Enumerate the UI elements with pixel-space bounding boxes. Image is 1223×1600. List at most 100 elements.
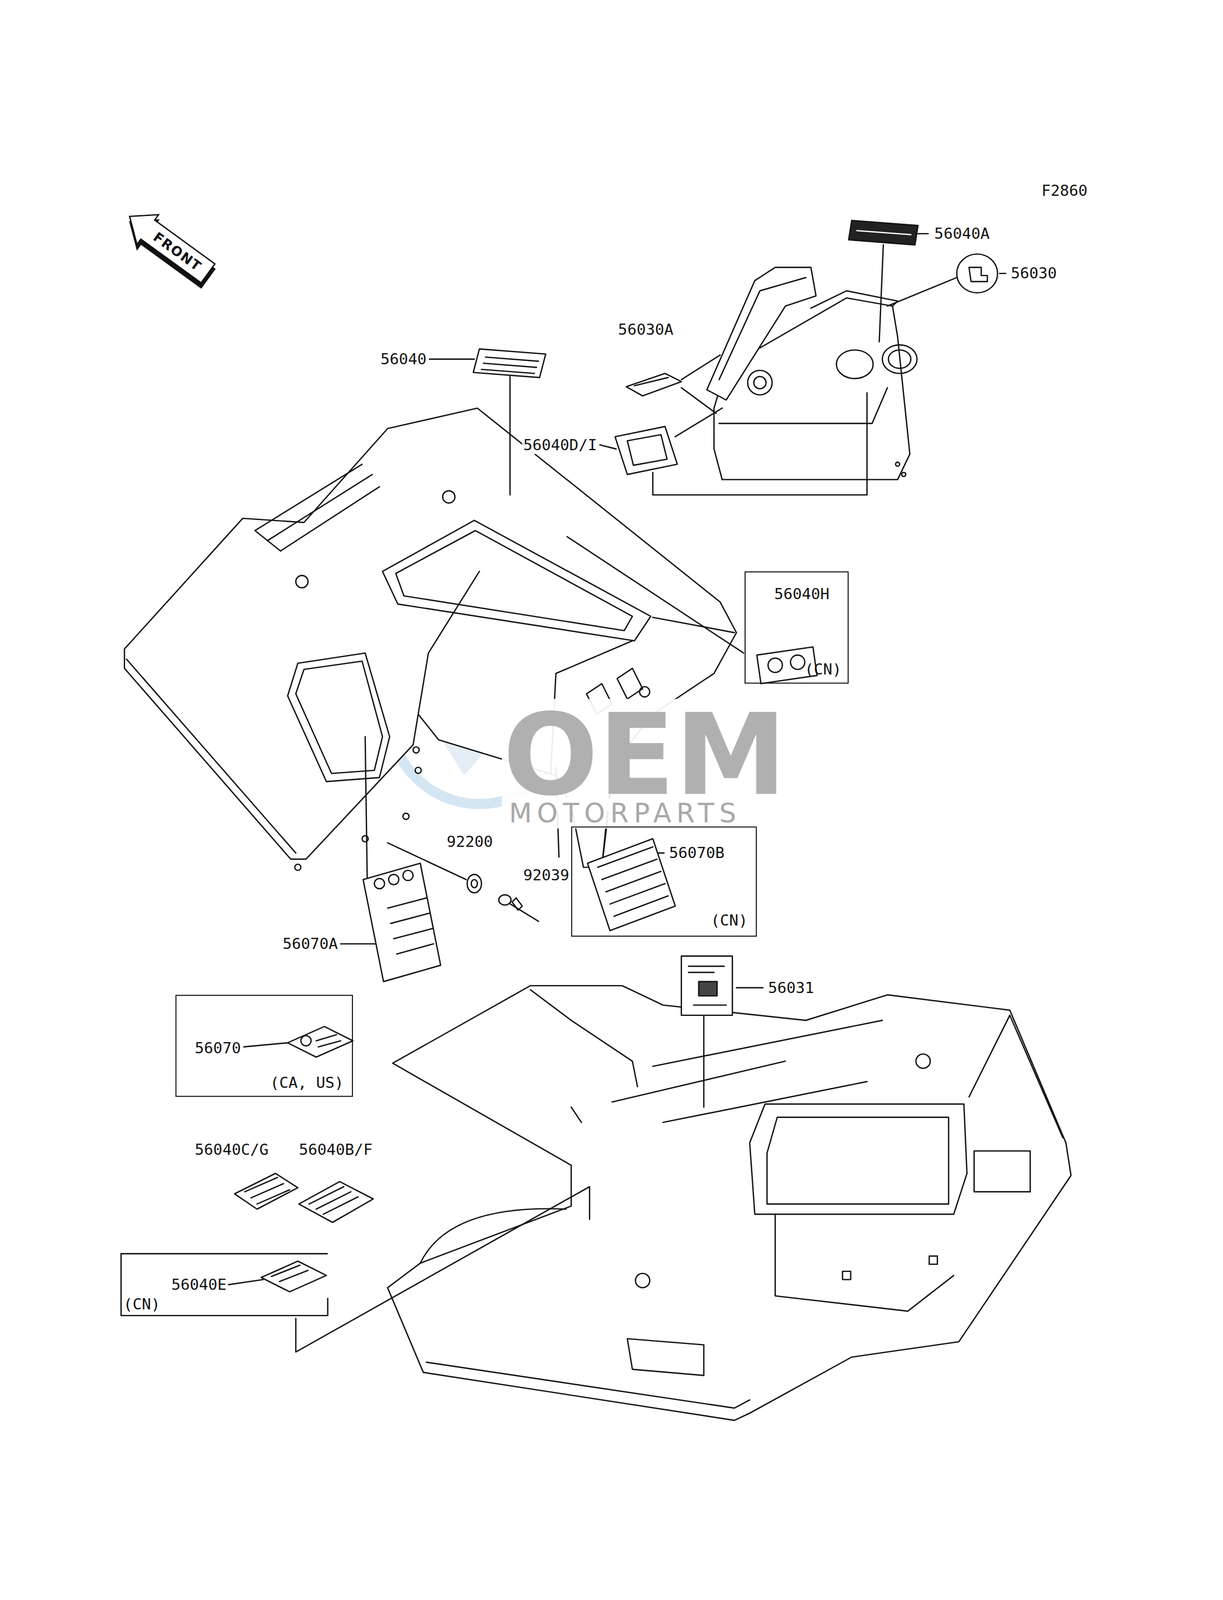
label-sticker: [627, 434, 667, 466]
label-sticker: [848, 220, 918, 245]
callout-number: 56040H: [774, 584, 830, 603]
leader-line: [879, 233, 929, 342]
leader-line: [228, 1279, 264, 1285]
callout-number: 56070A: [281, 934, 340, 953]
front-fender: [749, 1103, 968, 1215]
label-sticker: [271, 1264, 309, 1281]
leader-line: [295, 1186, 590, 1352]
label-sticker: [511, 897, 522, 911]
callout-number: 92039: [521, 866, 570, 885]
front-fender: [420, 1208, 567, 1264]
front-cover: [706, 267, 917, 480]
watermark-text: MOTORPARTS: [508, 797, 743, 829]
callout-number: 56040B/F: [297, 1140, 374, 1159]
front-cover: [882, 344, 917, 374]
label-sticker: [467, 873, 482, 893]
leader-line: [681, 354, 721, 413]
rear-fender: [639, 686, 650, 697]
label-sticker: [473, 349, 546, 378]
front-fender: [842, 1270, 852, 1280]
label-sticker: [402, 869, 413, 881]
label-sticker: [681, 955, 733, 1015]
leader-line: [228, 233, 1007, 1352]
front-cover: [753, 376, 767, 389]
callout-number: 56040A: [933, 224, 992, 243]
label-sticker: [856, 230, 911, 235]
front-fender: [426, 1361, 751, 1408]
leader-line: [340, 736, 376, 944]
label-sticker: [244, 1177, 290, 1205]
front-cover: [747, 370, 773, 395]
label-sticker: [634, 377, 669, 386]
label-sticker: [234, 1172, 298, 1209]
front-arrow: FRONT: [118, 201, 219, 288]
front-cover: [901, 472, 906, 477]
label-sticker: [956, 253, 998, 293]
front-fender: [915, 1053, 931, 1068]
callout-number: 56030A: [617, 320, 675, 339]
region-box: 56070 (CA, US): [175, 994, 354, 1097]
callout-number: 56031: [766, 978, 815, 997]
leader-line: [429, 359, 510, 495]
front-cover: [895, 462, 900, 467]
label-sticker: [790, 654, 805, 670]
callout-number: 56070: [194, 1038, 241, 1057]
label-sticker: [615, 426, 678, 475]
region-note: (CN): [123, 1294, 161, 1313]
rear-fender: [287, 653, 390, 782]
rear-fender: [126, 659, 297, 854]
front-cover: [810, 290, 898, 308]
label-sticker: [626, 373, 682, 396]
rear-fender: [402, 813, 409, 820]
region-box: 56040H (CN): [744, 571, 849, 684]
label-sticker: [301, 1035, 312, 1046]
region-note: (CA, US): [269, 1072, 344, 1092]
front-cover: [706, 267, 816, 400]
rear-fender: [382, 520, 651, 641]
label-sticker: [287, 1026, 354, 1057]
rear-fender: [295, 660, 383, 773]
label-sticker: [481, 356, 539, 374]
rear-fender: [414, 766, 422, 773]
label-sticker: [506, 901, 539, 922]
watermark-text: OEM: [501, 698, 788, 811]
label-sticker: [234, 220, 998, 1292]
rear-fender: [295, 863, 302, 870]
callout-number: 56040: [379, 349, 428, 369]
callout-number: 56040D/I: [521, 435, 598, 454]
region-note: (CN): [804, 659, 842, 679]
label-sticker: [316, 1034, 341, 1047]
callout-number: 56070B: [669, 843, 725, 863]
front-fender: [387, 985, 1071, 1420]
label-sticker: [298, 1181, 374, 1222]
front-cover: [718, 387, 888, 424]
front-fender: [929, 1255, 938, 1264]
front-cover: [836, 349, 874, 379]
region-box: 56070B (CN): [571, 825, 757, 937]
front-cover: [888, 349, 911, 369]
label-sticker: [363, 862, 441, 981]
arrow-body: [118, 201, 219, 288]
label-sticker: [374, 878, 385, 889]
front-fender: [635, 1273, 650, 1288]
leader-line: [599, 392, 867, 495]
front-fender: [387, 985, 1071, 1420]
rear-fender: [395, 530, 633, 631]
leader-line: [243, 1042, 288, 1047]
region-bracket: 56040E(CN): [120, 1252, 329, 1316]
label-sticker: [688, 965, 727, 1005]
label-sticker: [767, 658, 783, 673]
label-sticker: [698, 980, 718, 996]
front-fender: [974, 1150, 1031, 1192]
front-fender: [766, 1117, 949, 1204]
callout-number: 56030: [1009, 264, 1058, 283]
label-sticker: [597, 846, 669, 916]
label-sticker: [308, 1186, 359, 1214]
leader-line: [703, 987, 763, 1107]
label-sticker: [969, 267, 988, 282]
leader-line: [887, 273, 1006, 307]
region-note: (CN): [711, 910, 748, 930]
rear-fender: [254, 463, 380, 551]
rear-fender: [295, 575, 308, 588]
